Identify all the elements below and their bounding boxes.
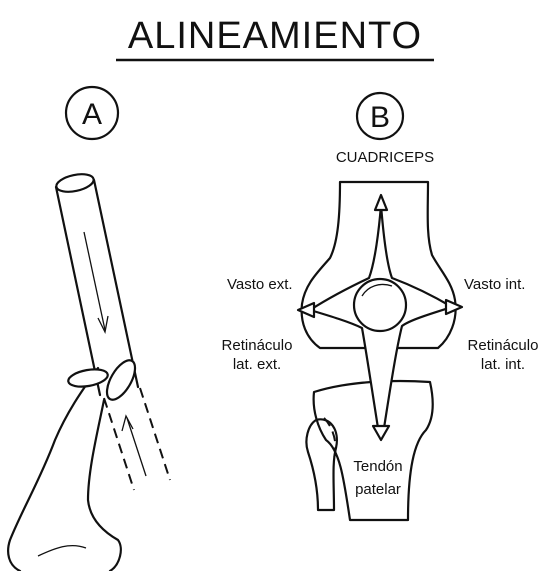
label-retinaculo-ext-1: Retináculo bbox=[222, 337, 293, 354]
label-retinaculo-int-2: lat. int. bbox=[481, 356, 525, 373]
label-vasto-ext: Vasto ext. bbox=[227, 276, 293, 293]
label-retinaculo-int-1: Retináculo bbox=[468, 337, 539, 354]
label-retinaculo-ext-2: lat. ext. bbox=[233, 356, 281, 373]
label-tendon-2: patelar bbox=[355, 481, 401, 498]
label-tendon-1: Tendón bbox=[353, 458, 402, 475]
figure-title: ALINEAMIENTO bbox=[128, 15, 422, 57]
panel-b: B CUADRICEPS Vasto ext. Vasto int. Retin… bbox=[222, 93, 539, 520]
ideal-alignment-dashes bbox=[104, 388, 170, 490]
panel-a: A bbox=[8, 87, 170, 571]
panel-b-letter: B bbox=[370, 101, 390, 134]
label-cuadriceps: CUADRICEPS bbox=[336, 149, 434, 166]
label-vasto-int: Vasto int. bbox=[464, 276, 525, 293]
shaft-force-arrow bbox=[84, 232, 108, 332]
tibia-bone bbox=[8, 367, 121, 571]
patella bbox=[354, 279, 406, 331]
patella-force-system bbox=[298, 195, 462, 440]
panel-a-letter: A bbox=[82, 98, 102, 131]
